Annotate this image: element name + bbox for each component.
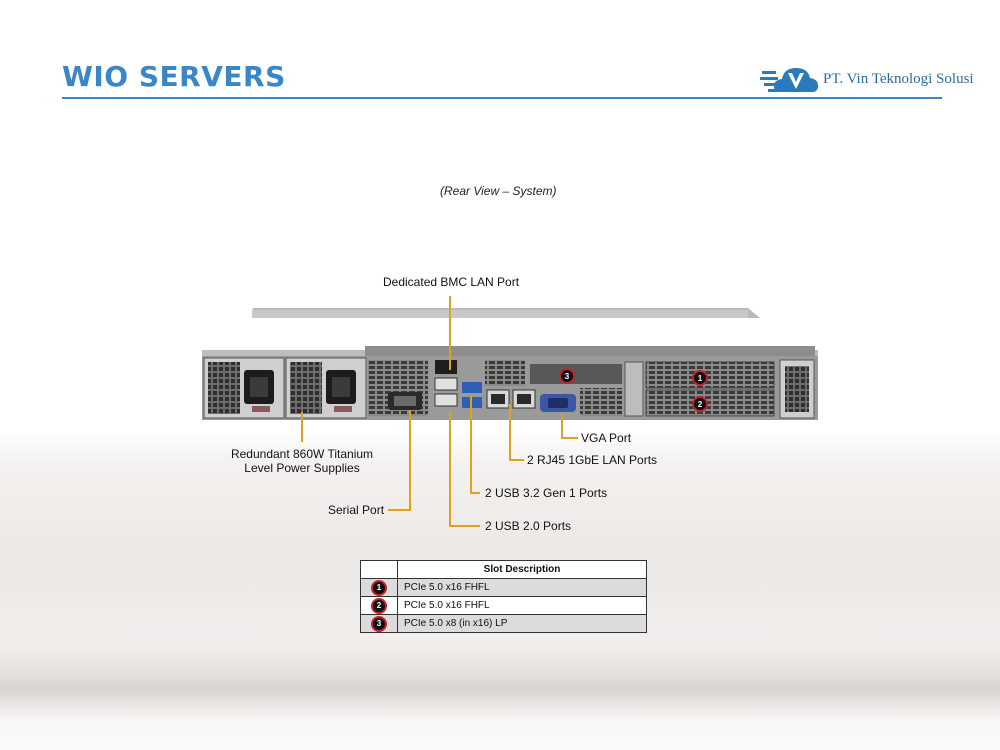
callout-power-supplies: Redundant 860W Titanium Level Power Supp… — [224, 447, 380, 475]
callout-psu-line2: Level Power Supplies — [244, 461, 360, 475]
page-title: WIO SERVERS — [62, 60, 286, 93]
slot-marker-2: 2 — [698, 400, 703, 409]
callout-vga-port: VGA Port — [581, 431, 632, 445]
server-rear-view-image: 3 1 2 — [202, 308, 818, 420]
table-header-number — [360, 560, 398, 579]
company-logo: PT. Vin Teknologi Solusi — [760, 62, 985, 98]
callout-usb20-ports: 2 USB 2.0 Ports — [485, 519, 572, 533]
table-row: 3 PCIe 5.0 x8 (in x16) LP — [360, 614, 647, 633]
figure-caption: (Rear View – System) — [440, 184, 557, 198]
slot-marker-1: 1 — [698, 374, 703, 383]
title-underline — [62, 97, 942, 99]
slot-description-cell: PCIe 5.0 x8 (in x16) LP — [397, 614, 647, 633]
callout-rj45-ports: 2 RJ45 1GbE LAN Ports — [527, 453, 658, 467]
table-row: 1 PCIe 5.0 x16 FHFL — [360, 578, 647, 597]
cloud-logo-icon — [760, 68, 818, 92]
table-row: 2 PCIe 5.0 x16 FHFL — [360, 596, 647, 615]
slot-description-cell: PCIe 5.0 x16 FHFL — [397, 596, 647, 615]
slot-description-table: Slot Description 1 PCIe 5.0 x16 FHFL 2 P… — [360, 560, 647, 633]
callout-serial-port: Serial Port — [328, 503, 385, 517]
slot-number-badge: 3 — [371, 615, 387, 632]
slot-number-badge: 2 — [371, 597, 387, 614]
slot-number-badge: 1 — [371, 579, 387, 596]
company-name: PT. Vin Teknologi Solusi — [823, 71, 974, 87]
background-shadow — [0, 640, 1000, 720]
slot-description-cell: PCIe 5.0 x16 FHFL — [397, 578, 647, 597]
slot-marker-3: 3 — [565, 372, 570, 381]
callout-bmc-lan-port: Dedicated BMC LAN Port — [383, 275, 520, 289]
table-header-description: Slot Description — [397, 560, 647, 579]
callout-usb32-ports: 2 USB 3.2 Gen 1 Ports — [485, 486, 608, 500]
table-header-row: Slot Description — [360, 560, 647, 579]
callout-psu-line1: Redundant 860W Titanium — [230, 447, 374, 461]
